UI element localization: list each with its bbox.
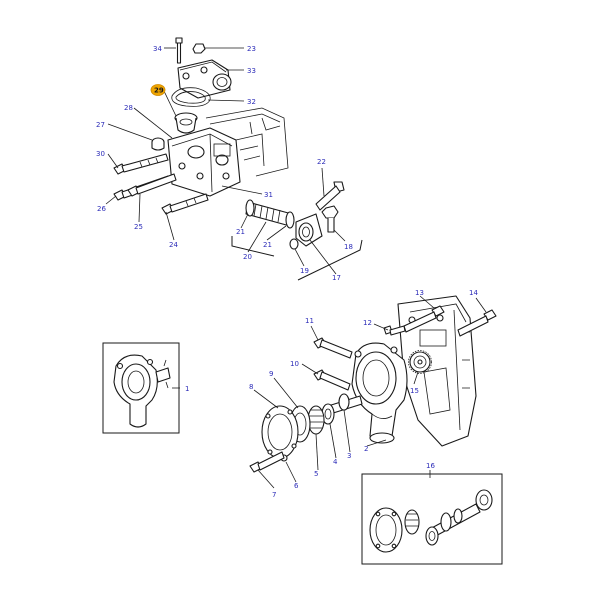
inset-box-1	[102, 342, 180, 434]
callout-21b: 21	[263, 241, 272, 249]
callout-27: 27	[96, 121, 105, 129]
hose-clamp-21a	[245, 199, 255, 217]
callout-25: 25	[134, 223, 143, 231]
callout-6: 6	[294, 482, 299, 490]
callout-3: 3	[347, 452, 351, 460]
timing-cover-15	[397, 295, 477, 447]
callout-2: 2	[364, 445, 368, 453]
thermostat-cover-33	[177, 59, 232, 99]
bolt-10	[313, 369, 351, 391]
callout-8: 8	[249, 383, 253, 391]
callout-29-highlight: 29	[150, 84, 166, 96]
plug-27	[151, 137, 165, 151]
callout-22: 22	[317, 158, 326, 166]
water-pump-assembly	[249, 295, 497, 473]
callout-1: 1	[185, 385, 189, 393]
bolt-25	[127, 173, 177, 197]
callout-30: 30	[96, 150, 105, 158]
thermostat-housing-assembly	[113, 37, 363, 281]
pump-shaft-3	[327, 393, 363, 415]
callout-15: 15	[410, 387, 419, 395]
bolt-24	[161, 193, 209, 215]
pump-drive-gear	[408, 350, 432, 374]
water-connector-17	[295, 213, 323, 247]
bolt-11	[313, 337, 353, 359]
bracket-20-21	[231, 236, 275, 257]
inset-box-16	[361, 473, 503, 565]
bolt-14	[457, 309, 497, 337]
pump-housing-2	[351, 342, 408, 444]
callout-10: 10	[290, 360, 299, 368]
callout-29: 29	[154, 87, 164, 95]
callout-23: 23	[247, 45, 256, 53]
nut-18	[321, 205, 339, 233]
o-ring-19	[289, 238, 299, 250]
callout-20: 20	[243, 253, 252, 261]
callout-11: 11	[305, 317, 314, 325]
bolt-30	[113, 153, 169, 175]
callout-28: 28	[124, 104, 133, 112]
bracket-17	[297, 239, 363, 281]
engine-block-background	[205, 107, 289, 177]
callout-32: 32	[247, 98, 256, 106]
callout-26: 26	[97, 205, 106, 213]
thermostat-housing-28	[167, 127, 241, 197]
impeller-5	[307, 405, 325, 435]
callout-31: 31	[264, 191, 273, 199]
callout-19: 19	[300, 267, 309, 275]
callout-14: 14	[469, 289, 478, 297]
bolt-34	[175, 37, 183, 64]
callout-4: 4	[333, 458, 338, 466]
callout-13: 13	[415, 289, 424, 297]
leader-lines	[105, 47, 487, 489]
callout-24: 24	[169, 241, 178, 249]
callout-33: 33	[247, 67, 256, 75]
cover-plate-8	[261, 405, 299, 459]
bolt-7	[249, 451, 285, 473]
thermostat-29	[174, 112, 198, 134]
callout-34: 34	[153, 45, 162, 53]
callouts: 34 23 33 32 29 28 27 30 26 25 24 31 21 2…	[96, 45, 478, 499]
bolt-22	[315, 181, 345, 211]
callout-18: 18	[344, 243, 353, 251]
callout-5: 5	[314, 470, 318, 478]
callout-17: 17	[332, 274, 341, 282]
callout-16: 16	[426, 462, 435, 470]
callout-21a: 21	[236, 228, 245, 236]
nut-23	[192, 43, 206, 54]
callout-12: 12	[363, 319, 372, 327]
callout-9: 9	[269, 370, 273, 378]
callout-7: 7	[272, 491, 276, 499]
hose-clamp-21b	[285, 211, 295, 229]
bolt-12	[383, 325, 406, 336]
